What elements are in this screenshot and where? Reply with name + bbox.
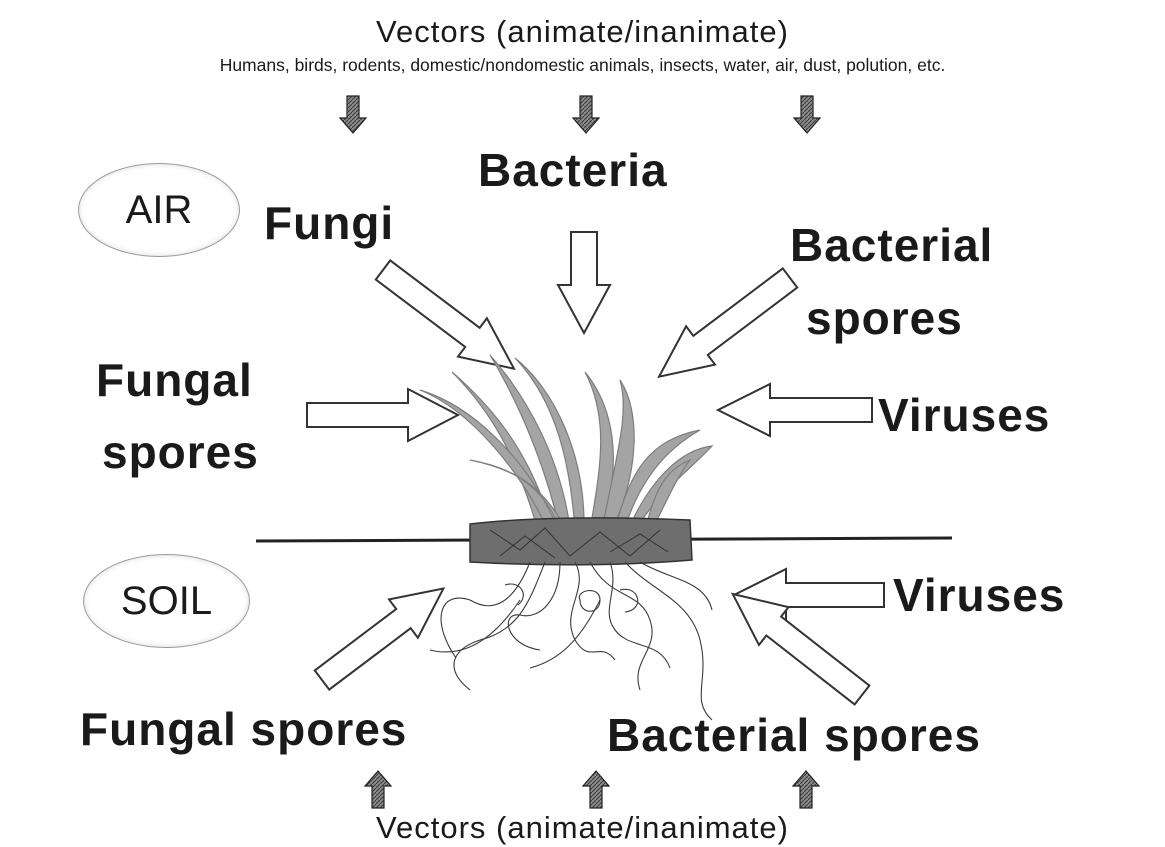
label-bacterial-spores-soil: Bacterial spores [607, 712, 981, 758]
zone-air-label: AIR [126, 188, 193, 233]
label-bacteria: Bacteria [478, 147, 668, 193]
soil-clump [470, 518, 692, 565]
arrow-bacterial-spores-air [645, 259, 805, 396]
vector-arrow-down-right [794, 96, 820, 133]
vector-arrows-bottom [365, 771, 819, 808]
zone-soil-label: SOIL [121, 579, 212, 624]
arrow-bacteria [558, 232, 610, 333]
label-fungi: Fungi [264, 200, 394, 246]
vectors-title-top: Vectors (animate/inanimate) [0, 16, 1165, 47]
label-viruses-soil: Viruses [893, 572, 1065, 618]
vector-arrow-up-right [793, 771, 819, 808]
vectors-examples: Humans, birds, rodents, domestic/nondome… [0, 57, 1165, 75]
vector-arrows-top [340, 96, 820, 133]
zone-soil: SOIL [83, 554, 250, 648]
label-bacterial-spores-air-1: Bacterial [790, 222, 993, 268]
label-viruses-air: Viruses [878, 392, 1050, 438]
label-fungal-spores-air-2: spores [102, 429, 259, 475]
arrow-fungi [369, 251, 529, 388]
agent-arrows [307, 232, 884, 714]
vector-arrow-down-left [340, 96, 366, 133]
label-fungal-spores-soil: Fungal spores [80, 706, 407, 752]
vectors-title-bottom: Vectors (animate/inanimate) [0, 812, 1165, 843]
vector-arrow-up-center [583, 771, 609, 808]
arrow-viruses-air [718, 384, 872, 436]
label-fungal-spores-air-1: Fungal [96, 357, 253, 403]
plant-illustration [420, 355, 712, 530]
label-bacterial-spores-air-2: spores [806, 295, 963, 341]
zone-air: AIR [78, 163, 240, 257]
vector-arrow-down-center [573, 96, 599, 133]
roots [430, 562, 712, 720]
arrow-fungal-spores-soil [308, 569, 458, 699]
vector-arrow-up-left [365, 771, 391, 808]
